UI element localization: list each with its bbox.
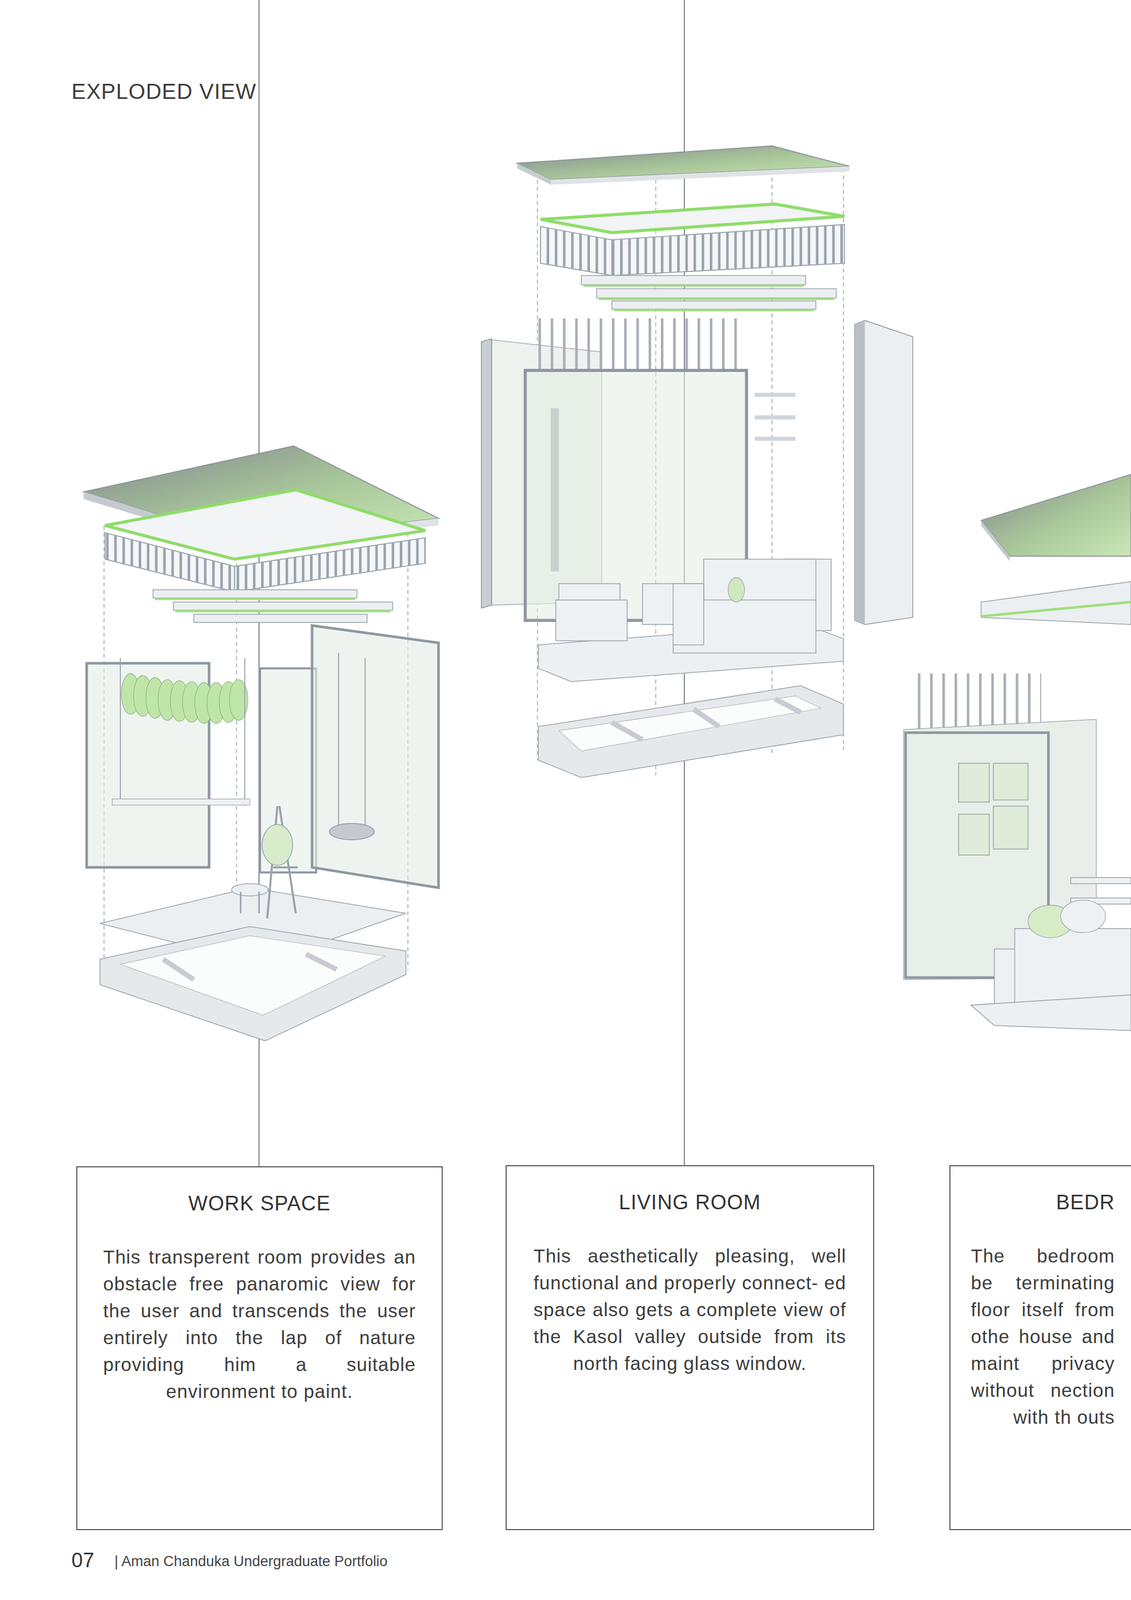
box-body: This aesthetically pleasing, well functi… <box>533 1242 847 1377</box>
page-number: 07 <box>71 1548 95 1572</box>
box-heading: WORK SPACE <box>103 1190 416 1216</box>
caption-box: WORK SPACE This transperent room provides… <box>76 1165 443 1530</box>
footer-text: | Aman Chanduka Undergraduate Portfolio <box>114 1552 388 1570</box>
living-room-model <box>481 145 913 777</box>
bedroom-model <box>903 474 1131 1031</box>
box-body: The bedroom be terminating floor itself … <box>970 1242 1115 1431</box>
box-body: This transperent room provides an obstac… <box>103 1243 416 1405</box>
caption-box: LIVING ROOM This aesthetically pleasing, … <box>505 1164 875 1530</box>
caption-box: BEDR The bedroom be terminating floor its… <box>949 1164 1131 1530</box>
box-heading: LIVING ROOM <box>533 1189 847 1215</box>
page-title: EXPLODED VIEW <box>71 79 257 104</box>
box-heading: BEDR <box>970 1189 1115 1215</box>
work-space-model <box>83 445 439 1041</box>
